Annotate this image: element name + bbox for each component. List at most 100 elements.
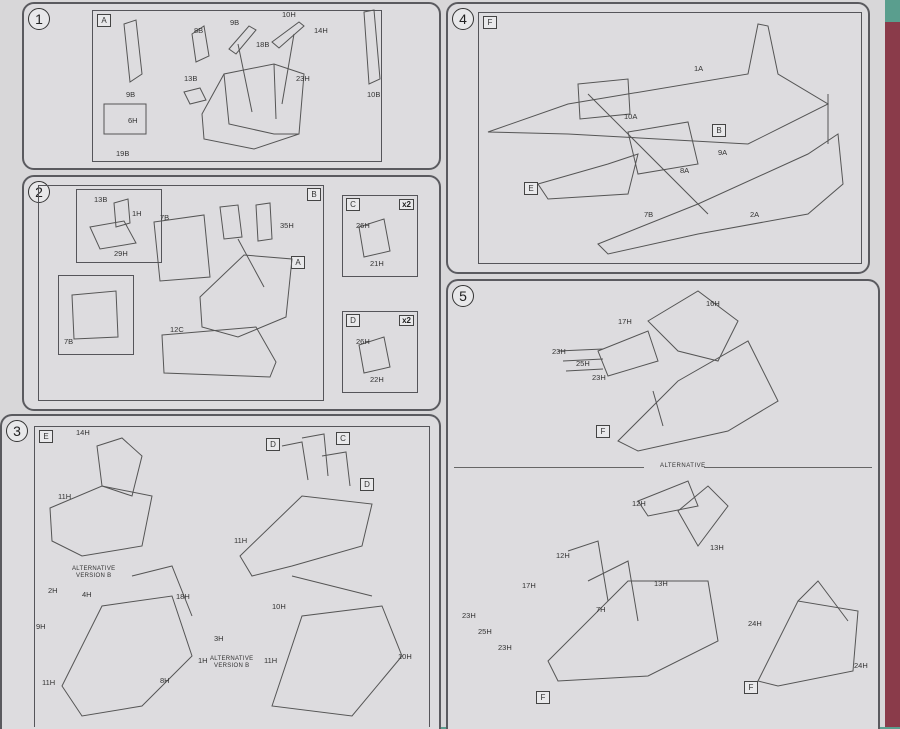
part-label: 11H [264,656,278,665]
seat-and-tub-drawing [71,198,391,378]
part-label: 1A [694,64,704,73]
part-label: 13H [654,579,668,588]
alternative-divider-line [704,467,872,468]
part-label: 7B [160,213,170,222]
part-label: 18B [256,40,270,49]
part-label: 8A [680,166,690,175]
part-label: 23H [296,74,310,83]
step-2-box-c: C x2 [342,195,418,277]
cockpit-tub-drawing [103,9,381,150]
part-label: 1H [198,656,208,665]
alternative-divider-line [454,467,644,468]
part-label: 24H [748,619,762,628]
assembly-tag-e: E [39,430,53,443]
part-label: 1H [132,209,142,218]
step-1-subassembly-box: A [92,10,382,162]
part-label: 11H [234,536,248,545]
part-label: 11H [58,492,72,501]
part-label: 12C [170,325,184,334]
part-label: 29H [114,249,128,258]
part-label: 18H [176,592,190,601]
assembly-tag-d: D [346,314,360,327]
step-3-number: 3 [6,420,28,442]
part-label: 21H [370,259,384,268]
edge-strip [885,22,900,727]
step-5-number: 5 [452,285,474,307]
part-label: 14H [76,428,90,437]
quantity-badge: x2 [399,315,414,326]
assembly-tag-f: F [744,681,758,694]
step-2-box-d: D x2 [342,311,418,393]
part-label: 8B [194,26,204,35]
part-label: 3H [214,634,224,643]
part-label: 2H [48,586,58,595]
part-label: 13B [184,74,198,83]
part-label: 14H [314,26,328,35]
assembly-tag-d: D [360,478,374,491]
step-2-inset-seat [76,189,162,263]
step-4-box: F [478,12,862,264]
part-label: 8H [160,676,170,685]
part-label: 23H [462,611,476,620]
part-label: 23H [552,347,566,356]
part-label: 35H [280,221,294,230]
quantity-badge: x2 [399,199,414,210]
part-label: 7H [596,605,606,614]
alternative-divider-label: ALTERNATIVE [660,463,706,469]
part-label: 17H [522,581,536,590]
assembly-tag-c: C [336,432,350,445]
part-label: 10H [272,602,286,611]
step-1-number: 1 [28,8,50,30]
assembly-tag-f: F [536,691,550,704]
part-label: 7B [644,210,654,219]
part-label: 26H [356,221,370,230]
assembly-tag-b: B [307,188,321,201]
fuselage-nose-drawing [49,433,403,717]
part-label: 23H [498,643,512,652]
part-label: 9H [36,622,46,631]
part-label: 2A [750,210,760,219]
part-label: 26H [356,337,370,346]
step-5-panel: 5 F ALTERNATIVE F F 16H 17H 23H 25H 23H … [446,279,880,729]
step-4-number: 4 [452,8,474,30]
part-label: 13B [94,195,108,204]
part-label: 4H [82,590,92,599]
part-label: 10A [624,112,638,121]
step-2-panel: 2 B A C x2 D x2 13B 1H 29H 7B 35H 12C 7B… [22,175,441,411]
part-label: 6H [128,116,138,125]
part-label: 22H [370,375,384,384]
assembly-tag-c: C [346,198,360,211]
part-label: 9B [126,90,136,99]
part-label: 19B [116,149,130,158]
part-label: 11H [42,678,56,687]
part-label: 25H [478,627,492,636]
assembly-tag-f: F [483,16,497,29]
alternative-version-label: ALTERNATIVE VERSION B [72,566,116,579]
part-label: 16H [706,299,720,308]
assembly-tag-e: E [524,182,538,195]
step-2-inset-panel [58,275,134,355]
assembly-tag-a: A [97,14,111,27]
step-1-panel: 1 A 9B 8B 9B 10H 14H 18B 13B 23H 10B 6H … [22,2,441,170]
step-4-panel: 4 F B E 1A 10A 8A 9A 7B 2A [446,2,870,274]
part-label: 12H [556,551,570,560]
part-label: 24H [854,661,868,670]
alternative-version-label: ALTERNATIVE VERSION B [210,656,254,669]
part-label: 9A [718,148,728,157]
part-label: 10H [398,652,412,661]
part-label: 17H [618,317,632,326]
part-label: 10B [367,90,381,99]
assembly-tag-d: D [266,438,280,451]
step-3-panel: 3 E D C D 14H 11H 11H 2H 4H 18H 9H 3H 1H… [0,414,441,729]
part-label: 12H [632,499,646,508]
assembly-tag-b: B [712,124,726,137]
fuselage-halves-drawing [487,23,844,255]
part-label: 10H [282,10,296,19]
assembly-tag-f: F [596,425,610,438]
part-label: 25H [576,359,590,368]
part-label: 13H [710,543,724,552]
canopy-drawing [547,290,859,687]
step-3-box: E [34,426,430,727]
part-label: 23H [592,373,606,382]
part-label: 9B [230,18,240,27]
